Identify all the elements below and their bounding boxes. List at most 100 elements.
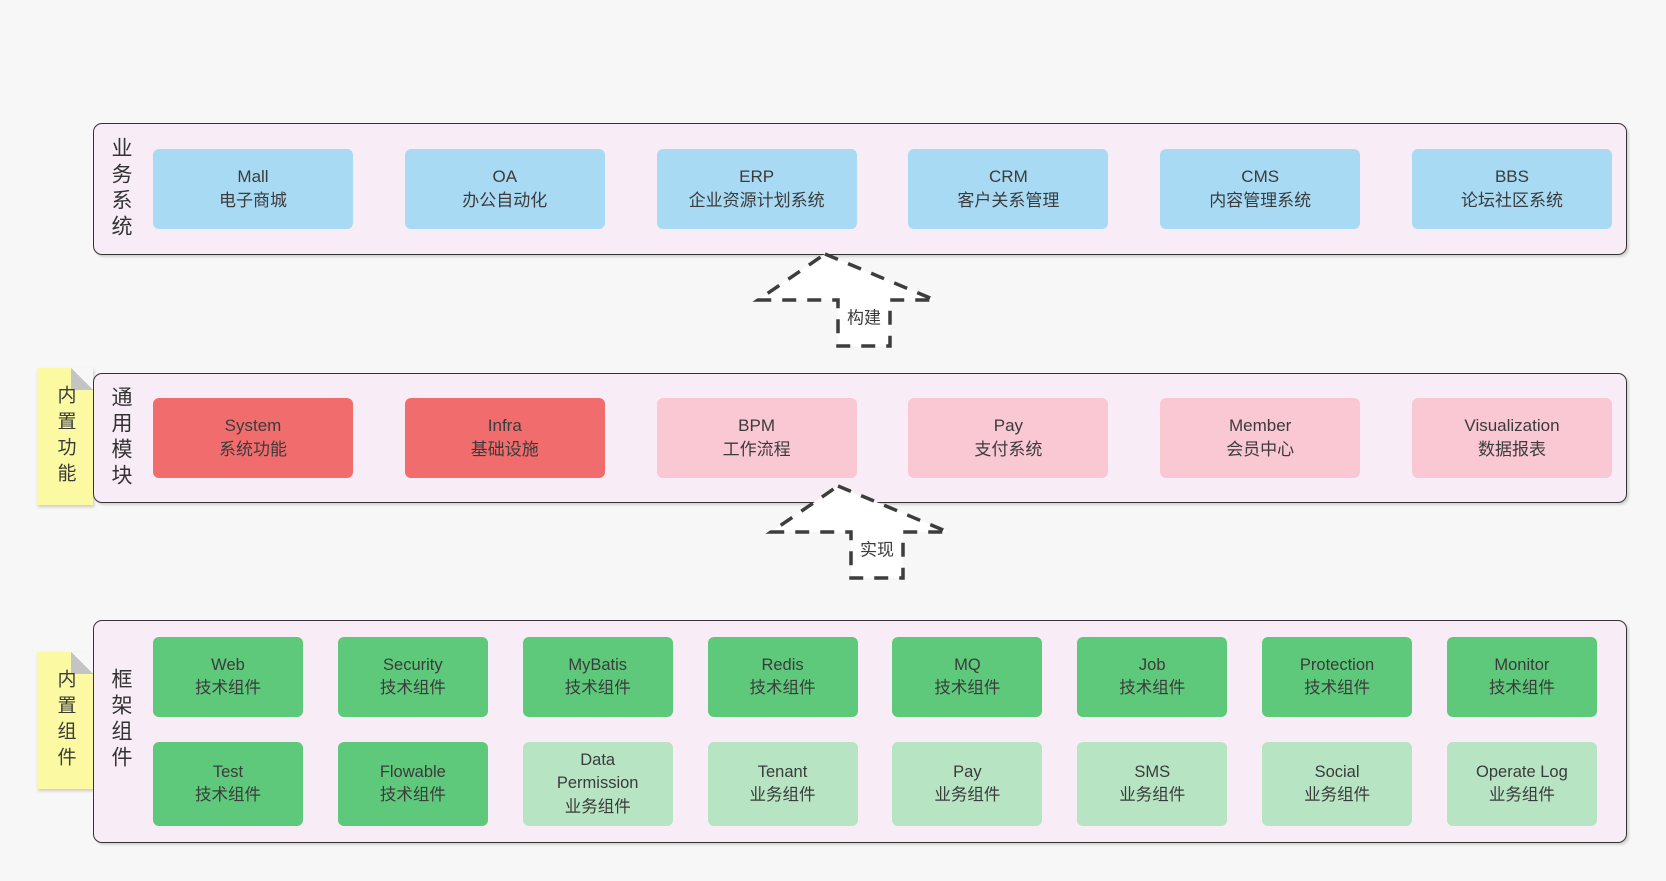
module-subtitle: 企业资源计划系统 bbox=[688, 191, 825, 210]
module-title: MQ bbox=[954, 655, 981, 674]
module-box-visualization: Visualization 数据报表 bbox=[1411, 398, 1612, 478]
block-arrow-up-icon bbox=[752, 252, 936, 348]
module-title: CMS bbox=[1241, 167, 1280, 187]
module-box-bpm: BPM 工作流程 bbox=[656, 398, 857, 478]
sticky-note-builtin-features: 内置功能 bbox=[37, 368, 93, 505]
layer-label: 业务系统 bbox=[109, 137, 132, 241]
block-arrow-up-icon bbox=[765, 484, 949, 580]
module-subtitle: 技术组件 bbox=[1304, 679, 1371, 697]
module-box-mybatis: MyBatis 技术组件 bbox=[522, 637, 673, 717]
module-subtitle: 客户关系管理 bbox=[957, 191, 1060, 210]
module-box-system: System 系统功能 bbox=[153, 398, 353, 478]
module-subtitle: 技术组件 bbox=[1488, 679, 1555, 697]
module-title: BBS bbox=[1494, 167, 1529, 187]
module-title: Tenant bbox=[757, 762, 808, 781]
module-box-pay: Pay 支付系统 bbox=[908, 398, 1109, 478]
module-subtitle: 办公自动化 bbox=[462, 191, 548, 210]
layer-modules-grid: System 系统功能 Infra 基础设施 BPM 工作流程 Pay 支付系统 Member 会… bbox=[153, 374, 1612, 502]
module-subtitle: 技术组件 bbox=[379, 679, 446, 697]
module-box-cms: CMS 内容管理系统 bbox=[1160, 149, 1361, 229]
module-box-pay: Pay 业务组件 bbox=[892, 742, 1043, 826]
module-title: Monitor bbox=[1494, 655, 1550, 674]
module-subtitle: 技术组件 bbox=[195, 679, 261, 697]
module-box-flowable: Flowable 技术组件 bbox=[337, 742, 488, 826]
module-box-operate-log: Operate Log 业务组件 bbox=[1446, 742, 1597, 826]
module-title: Mall bbox=[237, 167, 269, 187]
layer-label: 框架组件 bbox=[109, 667, 132, 772]
module-subtitle: 技术组件 bbox=[379, 786, 446, 804]
module-box-redis: Redis 技术组件 bbox=[707, 637, 858, 717]
module-subtitle: 业务组件 bbox=[1488, 786, 1555, 804]
module-box-protection: Protection 技术组件 bbox=[1262, 637, 1413, 717]
module-subtitle: 技术组件 bbox=[749, 679, 816, 697]
module-subtitle: 系统功能 bbox=[219, 440, 287, 459]
module-subtitle: 内容管理系统 bbox=[1209, 191, 1312, 210]
module-title: BPM bbox=[738, 416, 776, 436]
module-box-infra: Infra 基础设施 bbox=[404, 398, 605, 478]
module-title: OA bbox=[492, 167, 518, 187]
module-box-mall: Mall 电子商城 bbox=[153, 149, 353, 229]
module-subtitle: 业务组件 bbox=[1304, 786, 1371, 804]
module-subtitle: 数据报表 bbox=[1477, 440, 1546, 459]
module-title: Pay bbox=[953, 762, 982, 781]
module-box-monitor: Monitor 技术组件 bbox=[1446, 637, 1597, 717]
module-title: Visualization bbox=[1464, 416, 1560, 436]
module-title: Pay bbox=[993, 416, 1024, 436]
module-title: MyBatis bbox=[568, 655, 628, 674]
module-title: Member bbox=[1229, 416, 1292, 436]
module-subtitle: 基础设施 bbox=[470, 440, 539, 459]
module-subtitle: 电子商城 bbox=[219, 191, 287, 210]
sticky-note-builtin-components: 内置组件 bbox=[37, 652, 93, 789]
module-subtitle: 业务组件 bbox=[749, 786, 816, 804]
layer-common-modules: 通用模块 System 系统功能 Infra 基础设施 BPM 工作流程 Pay 支付系统 Me… bbox=[93, 373, 1627, 503]
module-box-sms: SMS 业务组件 bbox=[1077, 742, 1228, 826]
module-title: SMS bbox=[1134, 762, 1171, 781]
module-box-social: Social 业务组件 bbox=[1262, 742, 1413, 826]
module-title: Flowable bbox=[379, 762, 446, 781]
module-row: System 系统功能 Infra 基础设施 BPM 工作流程 Pay 支付系统 Member 会… bbox=[153, 398, 1612, 478]
module-subtitle: 支付系统 bbox=[974, 440, 1043, 459]
module-box-bbs: BBS 论坛社区系统 bbox=[1411, 149, 1612, 229]
module-title: Redis bbox=[761, 655, 804, 674]
module-title: Social bbox=[1314, 762, 1360, 781]
arrow-label: 实现 bbox=[857, 535, 897, 561]
module-title: Infra bbox=[487, 416, 522, 436]
module-subtitle: 技术组件 bbox=[934, 679, 1001, 697]
module-subtitle: 业务组件 bbox=[1119, 786, 1186, 804]
module-title: Security bbox=[383, 655, 443, 674]
module-box-security: Security 技术组件 bbox=[337, 637, 488, 717]
module-title: Data Permission bbox=[556, 751, 639, 793]
module-title: Operate Log bbox=[1476, 762, 1568, 781]
module-title: Job bbox=[1138, 655, 1166, 674]
module-subtitle: 业务组件 bbox=[564, 797, 631, 816]
module-subtitle: 技术组件 bbox=[1119, 679, 1186, 697]
module-box-tenant: Tenant 业务组件 bbox=[707, 742, 858, 826]
module-title: Web bbox=[211, 655, 245, 674]
layer-label: 通用模块 bbox=[109, 386, 132, 490]
module-title: Protection bbox=[1299, 655, 1375, 674]
sticky-note-label: 内置功能 bbox=[54, 384, 76, 489]
note-fold-corner-icon bbox=[71, 368, 93, 390]
module-box-oa: OA 办公自动化 bbox=[404, 149, 605, 229]
module-title: Test bbox=[212, 762, 244, 781]
module-subtitle: 业务组件 bbox=[934, 786, 1001, 804]
module-box-web: Web 技术组件 bbox=[153, 637, 303, 717]
module-subtitle: 论坛社区系统 bbox=[1460, 191, 1563, 210]
arrow-label: 构建 bbox=[844, 303, 884, 329]
module-subtitle: 会员中心 bbox=[1226, 440, 1295, 459]
module-box-data-permission: Data Permission 业务组件 bbox=[522, 742, 673, 826]
module-title: System bbox=[224, 416, 282, 436]
module-box-member: Member 会员中心 bbox=[1160, 398, 1361, 478]
module-subtitle: 工作流程 bbox=[722, 440, 791, 459]
arrow-up-build: 构建 bbox=[750, 250, 940, 350]
module-subtitle: 技术组件 bbox=[564, 679, 631, 697]
